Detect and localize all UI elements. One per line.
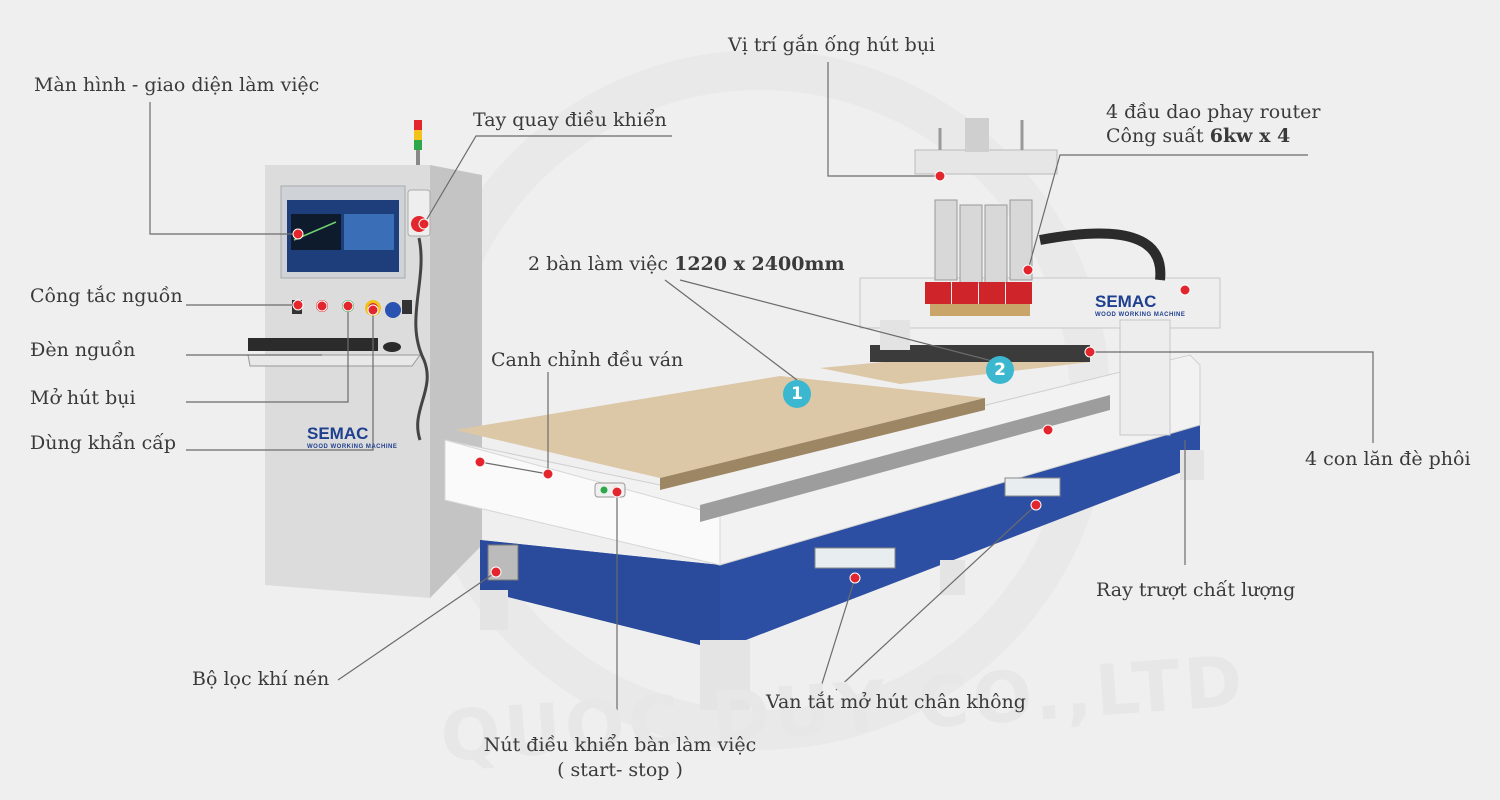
label-table-buttons: Nút điều khiển bàn làm việc ( start- sto… <box>483 734 757 781</box>
label-work-tables: 2 bàn làm việc 1220 x 2400mm <box>528 253 845 275</box>
table-marker-2: 2 <box>986 356 1014 384</box>
label-router-heads: 4 đầu dao phay router Công suất 6kw x 4 <box>1106 101 1321 147</box>
label-pressure-rollers: 4 con lăn đè phôi <box>1305 448 1471 470</box>
label-power-switch: Công tắc nguồn <box>30 285 183 307</box>
machine-bed <box>444 345 1204 710</box>
label-air-filter: Bộ lọc khí nén <box>192 668 330 690</box>
label-vacuum-valves: Van tắt mở hút chân không <box>766 691 1026 713</box>
table-marker-1: 1 <box>783 380 811 408</box>
gantry <box>859 118 1221 436</box>
label-alignment: Canh chỉnh đều ván <box>491 349 684 371</box>
label-emergency-stop: Dùng khẩn cấp <box>30 432 177 454</box>
label-dust-pipe: Vị trí gắn ống hút bụi <box>728 34 936 56</box>
label-screen: Màn hình - giao diện làm việc <box>34 74 320 96</box>
label-handwheel: Tay quay điều khiển <box>473 109 667 131</box>
label-dust-on: Mở hút bụi <box>30 387 136 409</box>
control-cabinet <box>247 120 482 598</box>
label-power-light: Đèn nguồn <box>30 339 136 361</box>
label-rails: Ray trượt chất lượng <box>1096 579 1296 601</box>
